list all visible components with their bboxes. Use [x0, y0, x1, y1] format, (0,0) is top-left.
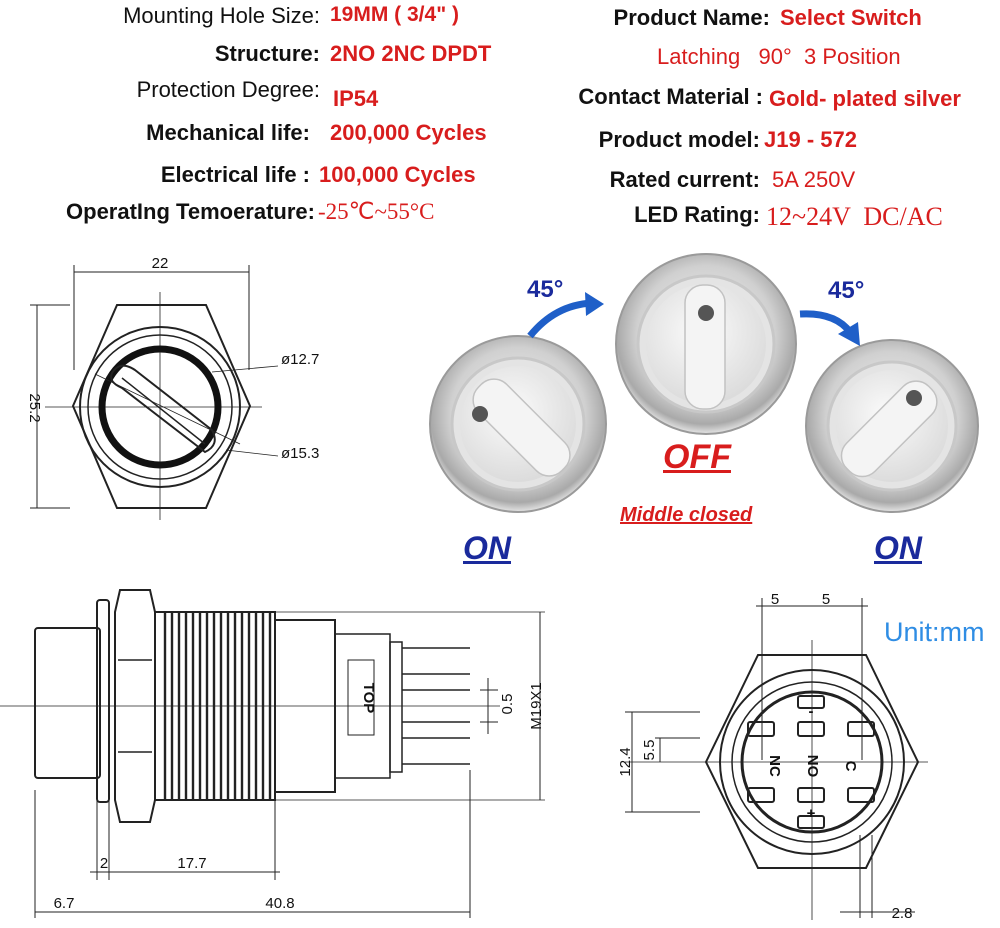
dim-back-pin-width: 2.8 — [892, 905, 913, 922]
state-on-right-label: ON — [874, 530, 922, 566]
rotate-right-arrow-icon — [527, 292, 604, 339]
knob-middle — [615, 253, 797, 435]
knob-right — [805, 339, 979, 513]
dim-front-width: 22 — [152, 255, 169, 272]
back-view — [625, 598, 928, 920]
dim-back-pin-a: 5 — [771, 591, 779, 608]
spec-value: 2NO 2NC DPDT — [330, 41, 492, 66]
state-on-left-label: ON — [463, 530, 511, 566]
pin-label-nc: NC — [766, 755, 783, 777]
rotate-down-arrow-icon — [799, 310, 860, 346]
spec-label: OperatIng Temoerature: — [66, 199, 315, 224]
dim-side-total: 40.8 — [265, 895, 294, 912]
dim-back-height: 12.4 — [617, 747, 634, 776]
top-mark: TOP — [360, 683, 377, 714]
unit-label: Unit:mm — [884, 617, 985, 647]
spec-value: 19MM ( 3/4" ) — [330, 3, 459, 26]
spec-label: Electrical life : — [160, 162, 310, 187]
dim-back-pin-height: 5.5 — [641, 740, 658, 761]
middle-closed-label: Middle closed — [620, 504, 753, 526]
pin-label-minus: - — [809, 703, 814, 720]
dim-back-pin-b: 5 — [822, 591, 830, 608]
spec-label: Contact Material : — [578, 84, 763, 109]
front-view — [30, 265, 279, 520]
pin-label-plus: + — [807, 805, 816, 822]
spec-value: IP54 — [333, 86, 379, 111]
spec-label: Structure: — [214, 41, 320, 66]
spec-value: 5A 250V — [772, 167, 856, 192]
spec-label: Rated current: — [609, 167, 760, 192]
dim-side-flange: 2 — [100, 855, 108, 872]
spec-value: Select Switch — [780, 5, 922, 30]
spec-label: Product Name: — [613, 5, 770, 30]
spec-label: LED Rating: — [634, 202, 760, 227]
dim-side-head: 6.7 — [54, 895, 75, 912]
spec-value: -25℃~55°C — [318, 199, 435, 224]
spec-label: Mounting Hole Size: — [123, 3, 320, 28]
spec-value: Gold- plated silver — [769, 86, 961, 111]
spec-value: 100,000 Cycles — [319, 162, 476, 187]
spec-value: J19 - 572 — [764, 127, 857, 152]
spec-label: Mechanical life: — [146, 120, 310, 145]
spec-value: Latching 90° 3 Position — [657, 44, 901, 69]
dim-side-thread-length: 17.7 — [177, 855, 206, 872]
spec-value: 200,000 Cycles — [330, 120, 487, 145]
pin-label-no: NO — [804, 755, 821, 778]
spec-label: Protection Degree: — [136, 77, 320, 102]
angle-label-left: 45° — [527, 276, 564, 303]
pin-label-c: C — [842, 761, 859, 772]
state-off-label: OFF — [663, 438, 731, 476]
dim-inner-diameter: ø12.7 — [281, 351, 319, 368]
dim-outer-diameter: ø15.3 — [281, 445, 319, 462]
knob-left — [429, 335, 607, 513]
angle-label-right: 45° — [828, 277, 865, 304]
dim-side-gap: 0.5 — [499, 694, 516, 715]
spec-value: 12~24V DC/AC — [766, 202, 943, 231]
dim-side-thread: M19X1 — [528, 682, 545, 730]
spec-label: Product model: — [598, 127, 760, 152]
side-view — [0, 589, 545, 918]
dim-front-height: 25.2 — [26, 393, 43, 422]
